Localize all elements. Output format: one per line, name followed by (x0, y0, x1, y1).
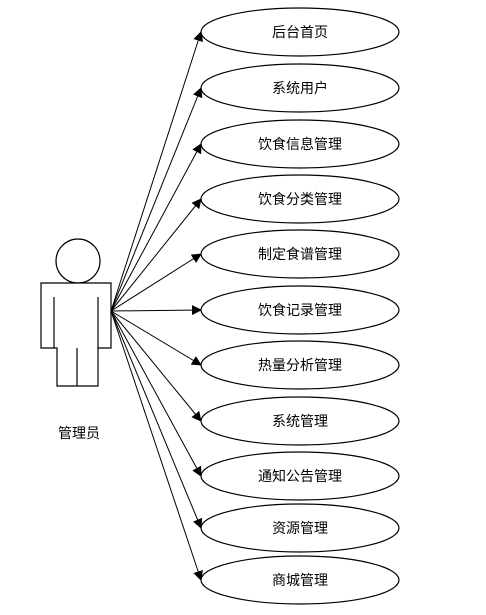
use-case-ellipse (200, 396, 400, 446)
use-case-ellipse (200, 229, 400, 279)
use-case: 饮食分类管理 (200, 174, 400, 224)
use-case: 通知公告管理 (200, 451, 400, 501)
use-case: 热量分析管理 (200, 340, 400, 390)
association-arrow (110, 310, 202, 366)
use-case-label: 商城管理 (272, 573, 328, 589)
use-case-label: 饮食信息管理 (258, 136, 342, 153)
use-case-ellipse (200, 340, 400, 390)
use-case-label: 饮食记录管理 (258, 302, 342, 319)
use-case: 制定食谱管理 (200, 229, 400, 279)
use-case: 后台首页 (200, 7, 400, 57)
association-arrow (110, 253, 202, 312)
actor-body (40, 282, 112, 387)
association-arrow (110, 87, 203, 312)
use-case-ellipse (200, 174, 400, 224)
use-case-ellipse (200, 7, 400, 57)
use-case-label: 制定食谱管理 (258, 246, 342, 263)
use-case-label: 系统用户 (272, 80, 328, 97)
actor-label: 管理员 (58, 426, 100, 442)
association-arrows (110, 31, 203, 581)
use-case-ellipse (200, 285, 400, 335)
actor-head (55, 238, 101, 284)
use-case: 系统用户 (200, 63, 400, 113)
use-case-list: 后台首页系统用户饮食信息管理饮食分类管理制定食谱管理饮食记录管理热量分析管理系统… (200, 7, 400, 605)
association-arrow (110, 198, 202, 312)
actor-figure (40, 238, 112, 387)
use-case-ellipse (200, 119, 400, 169)
association-arrow (110, 310, 203, 581)
use-case-ellipse (200, 503, 400, 553)
use-case-label: 热量分析管理 (258, 358, 342, 374)
use-case-label: 资源管理 (272, 521, 328, 537)
use-case-label: 后台首页 (272, 25, 328, 41)
association-arrow (110, 31, 203, 312)
use-case: 饮食记录管理 (200, 285, 400, 335)
association-arrow (110, 310, 202, 477)
association-arrow (110, 305, 202, 316)
use-case-ellipse (200, 63, 400, 113)
use-case: 饮食信息管理 (200, 119, 400, 169)
use-case-label: 系统管理 (272, 414, 328, 430)
use-case-ellipse (200, 451, 400, 501)
use-case: 系统管理 (200, 396, 400, 446)
use-case-label: 饮食分类管理 (258, 191, 342, 208)
use-case: 商城管理 (200, 555, 400, 605)
use-case: 资源管理 (200, 503, 400, 553)
use-case-label: 通知公告管理 (258, 468, 342, 485)
use-case-ellipse (200, 555, 400, 605)
association-arrow (110, 310, 202, 422)
association-arrow (110, 310, 203, 529)
association-arrow (110, 143, 202, 312)
